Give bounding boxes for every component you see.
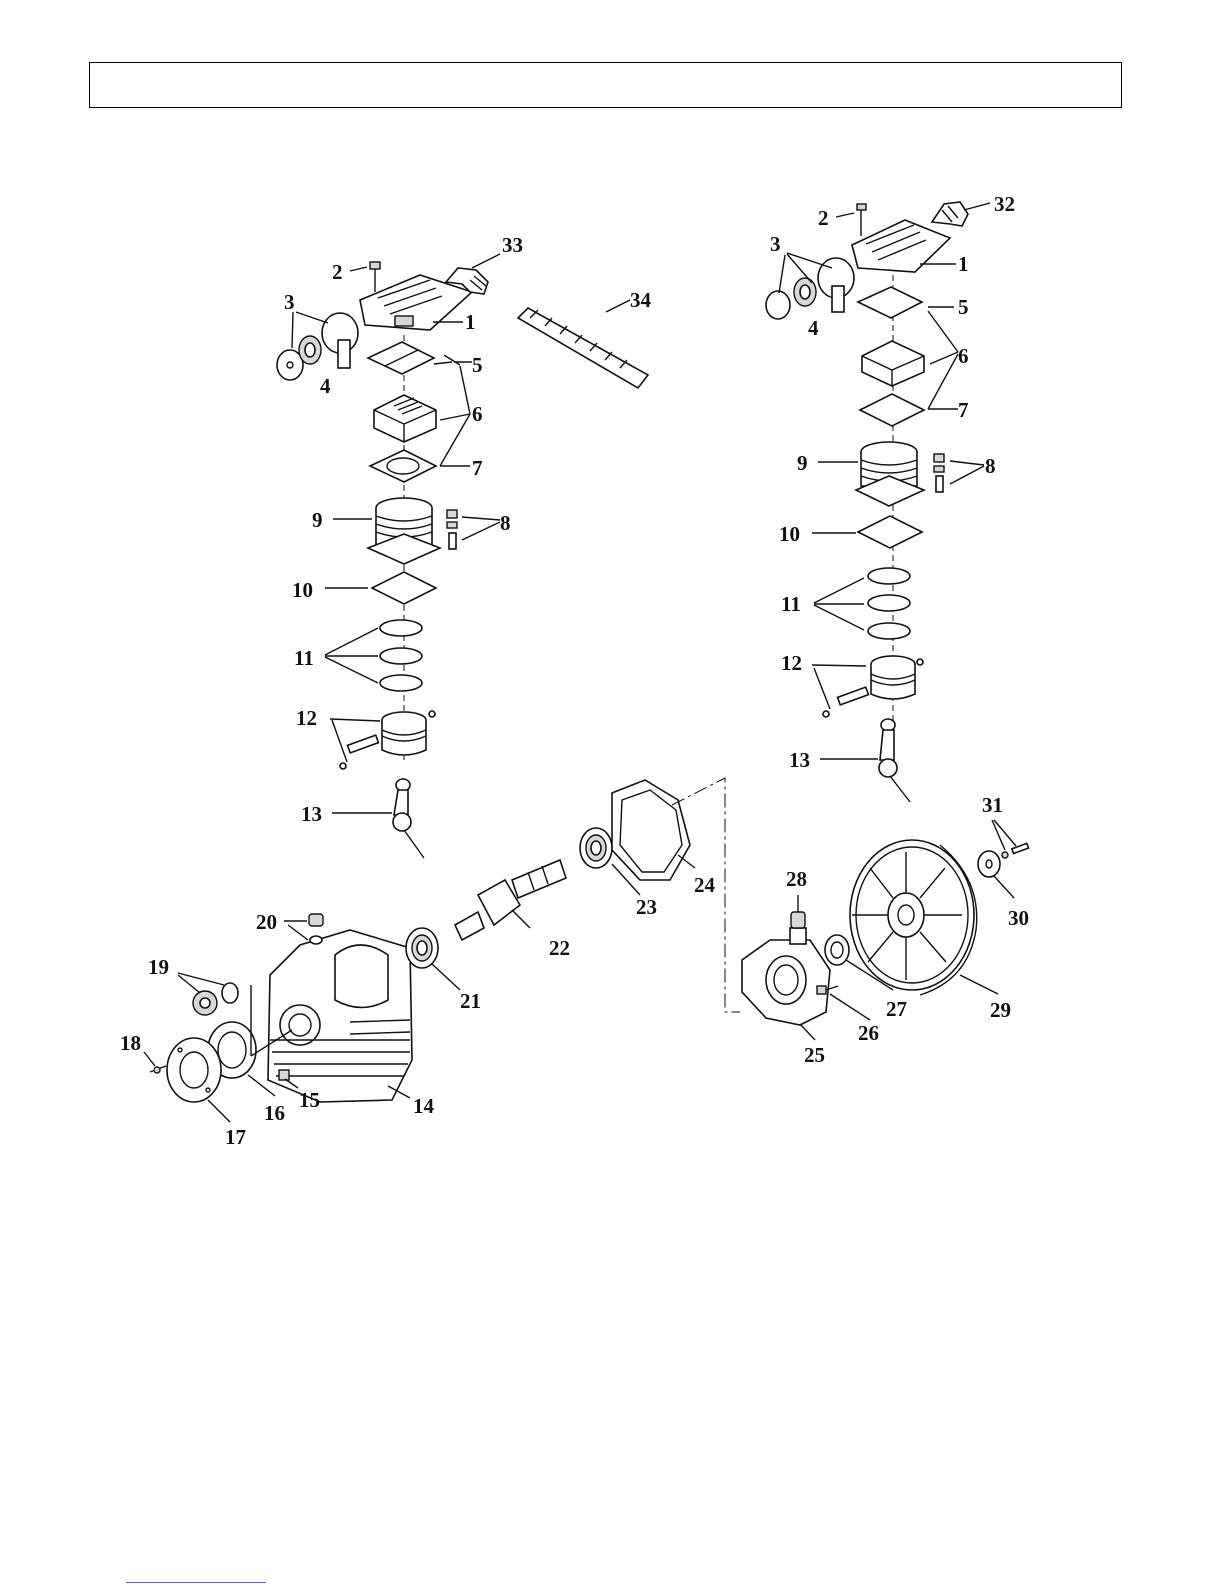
label-17: 17	[225, 1125, 246, 1149]
label-21: 21	[460, 989, 481, 1013]
label-11-right: 11	[781, 592, 801, 616]
label-9: 9	[312, 508, 323, 532]
label-25: 25	[804, 1043, 825, 1067]
part-cylinder-gasket	[372, 572, 436, 604]
part-flexible-hose	[518, 308, 648, 388]
part-crankshaft	[455, 860, 566, 940]
label-28: 28	[786, 867, 807, 891]
part-cylinder	[368, 498, 440, 564]
part-bearing-left	[406, 928, 438, 968]
label-3: 3	[284, 290, 295, 314]
label-32: 32	[994, 192, 1015, 216]
label-2-right: 2	[818, 206, 829, 230]
label-29: 29	[990, 998, 1011, 1022]
label-5-right: 5	[958, 295, 969, 319]
label-8: 8	[500, 511, 511, 535]
label-3-right: 3	[770, 232, 781, 256]
left-cylinder-assembly	[277, 262, 488, 858]
label-1: 1	[465, 310, 476, 334]
part-drain-plug	[279, 1070, 289, 1080]
label-11: 11	[294, 646, 314, 670]
label-9-right: 9	[797, 451, 808, 475]
part-valve-plate-right	[862, 341, 924, 386]
part-valve-plate	[374, 395, 436, 442]
part-oil-fill-plug	[309, 914, 323, 944]
part-head-gasket-right	[858, 287, 922, 318]
part-bolt-head	[370, 262, 380, 292]
label-33: 33	[502, 233, 523, 257]
part-bearing-housing	[742, 928, 830, 1025]
part-end-cover	[167, 1038, 221, 1102]
label-8-right: 8	[985, 454, 996, 478]
part-piston-rings-right	[868, 568, 910, 639]
part-nut-stud-right	[934, 454, 944, 492]
label-10: 10	[292, 578, 313, 602]
part-sight-glass	[193, 983, 238, 1015]
label-23: 23	[636, 895, 657, 919]
label-31: 31	[982, 793, 1003, 817]
part-cylinder-gasket-right	[858, 516, 922, 548]
part-piston-rings	[380, 620, 422, 691]
label-14: 14	[413, 1094, 435, 1118]
label-2: 2	[332, 260, 343, 284]
crankcase-assembly	[150, 778, 1029, 1102]
part-filter-element	[299, 336, 321, 364]
part-bolt-right	[857, 204, 866, 236]
part-elbow-fitting-right	[932, 202, 968, 226]
label-15: 15	[299, 1088, 320, 1112]
label-7-right: 7	[958, 398, 969, 422]
part-valve-gasket-right	[860, 394, 924, 426]
right-cylinder-assembly	[766, 202, 968, 802]
part-cylinder-right	[856, 442, 924, 506]
label-12-right: 12	[781, 651, 802, 675]
label-5: 5	[472, 353, 483, 377]
label-30: 30	[1008, 906, 1029, 930]
part-flywheel-washer	[978, 851, 1000, 877]
part-bearing-right	[580, 828, 612, 868]
label-1-right: 1	[958, 252, 969, 276]
label-13-right: 13	[789, 748, 810, 772]
label-20: 20	[256, 910, 277, 934]
label-10-right: 10	[779, 522, 800, 546]
label-34: 34	[630, 288, 652, 312]
label-26: 26	[858, 1021, 879, 1045]
label-13: 13	[301, 802, 322, 826]
label-6-right: 6	[958, 344, 969, 368]
label-16: 16	[264, 1101, 285, 1125]
part-breather	[791, 912, 805, 928]
part-cover-screw	[150, 1066, 166, 1073]
label-7: 7	[472, 456, 483, 480]
part-valve-gasket	[370, 450, 436, 482]
label-4-right: 4	[808, 316, 819, 340]
label-4: 4	[320, 374, 331, 398]
label-27: 27	[886, 997, 907, 1021]
label-12: 12	[296, 706, 317, 730]
part-flywheel	[850, 840, 977, 995]
label-18: 18	[120, 1031, 141, 1055]
part-bearing-cover-gasket	[612, 780, 690, 880]
label-19: 19	[148, 955, 169, 979]
label-24: 24	[694, 873, 716, 897]
part-connecting-rod-right	[879, 719, 910, 802]
footer-link-underline	[126, 1582, 266, 1583]
label-6: 6	[472, 402, 483, 426]
part-connecting-rod	[393, 779, 424, 858]
part-oil-seal	[825, 935, 849, 965]
label-22: 22	[549, 936, 570, 960]
part-nut-stud	[447, 510, 457, 549]
